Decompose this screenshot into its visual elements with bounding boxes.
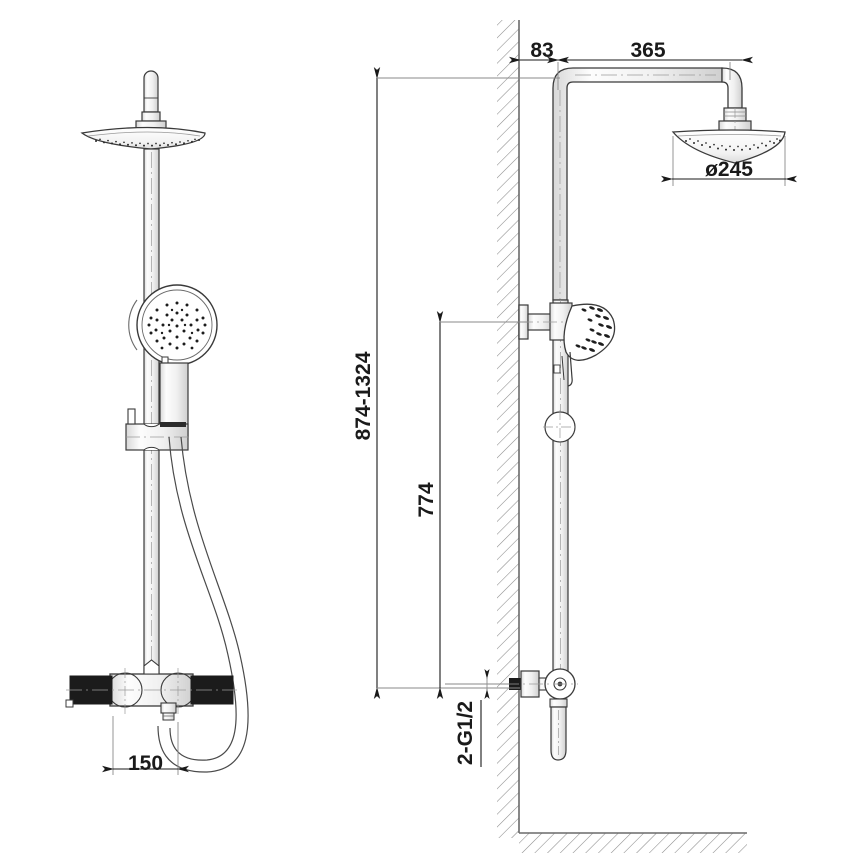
dimension-head-diameter: ø245 bbox=[661, 136, 797, 186]
riser-rail-side bbox=[552, 299, 569, 683]
rain-shower-head-side bbox=[671, 129, 786, 164]
wall-section bbox=[497, 20, 520, 838]
hose-outlet-nut bbox=[160, 702, 177, 721]
hand-shower-front bbox=[128, 284, 218, 437]
dim-83-label: 83 bbox=[530, 39, 553, 62]
dim-874-1324-label: 874-1324 bbox=[352, 351, 375, 440]
dimension-top-group: 83 365 bbox=[509, 39, 753, 90]
shower-hose-front bbox=[157, 436, 249, 773]
dim-thread-label: 2-G1/2 bbox=[454, 701, 477, 765]
dimension-slider-range: 874-1324 bbox=[352, 67, 560, 699]
hand-shower-side bbox=[553, 303, 616, 387]
thermostatic-mixer-front bbox=[65, 659, 237, 721]
rain-shower-head-front bbox=[80, 126, 206, 150]
dimension-outlet-height: 774 bbox=[415, 311, 528, 699]
dim-365-label: 365 bbox=[630, 39, 665, 62]
side-view-group: 83 365 ø245 874-1324 774 bbox=[352, 20, 797, 853]
front-arm-stub bbox=[135, 70, 167, 136]
dimension-mixer-centers: 150 bbox=[102, 716, 189, 775]
label-inlet-thread: 2-G1/2 bbox=[445, 669, 509, 767]
shower-arm-side bbox=[552, 67, 752, 301]
dim-150-label: 150 bbox=[128, 752, 163, 775]
riser-rail-front bbox=[143, 148, 160, 680]
floor-section bbox=[519, 832, 747, 853]
slider-knob-side bbox=[543, 410, 577, 444]
slider-bracket-front bbox=[125, 408, 189, 451]
dim-774-label: 774 bbox=[415, 482, 438, 517]
inlet-valve-side bbox=[505, 668, 578, 761]
front-view-group: 150 bbox=[65, 70, 249, 775]
dim-diameter-label: ø245 bbox=[705, 158, 753, 181]
